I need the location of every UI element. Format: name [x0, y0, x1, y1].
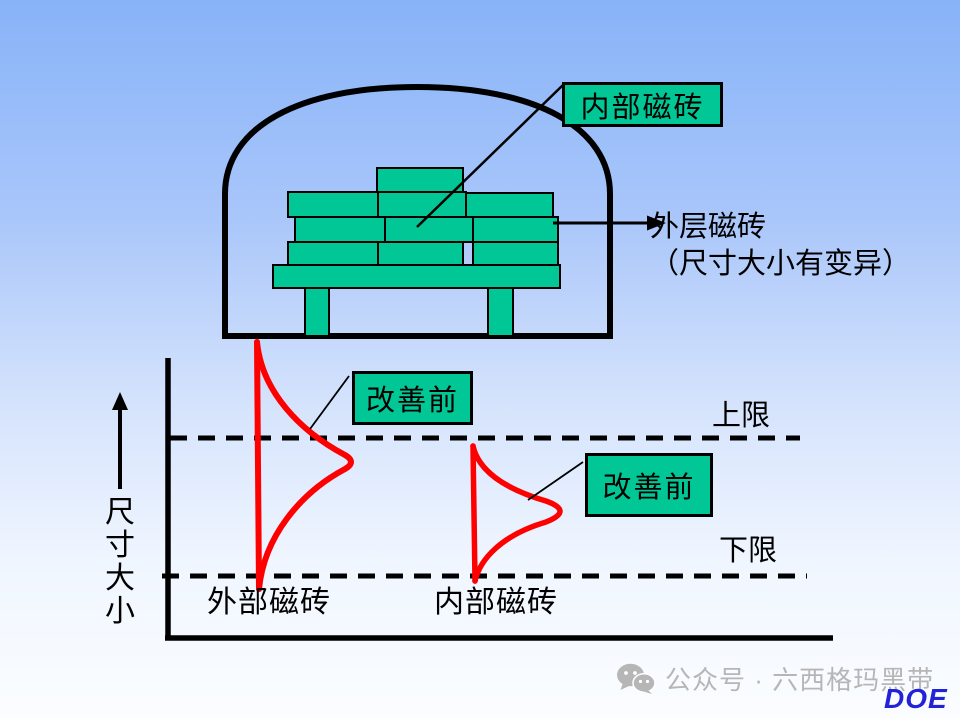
- tile: [376, 167, 464, 193]
- kiln-table-top: [272, 264, 561, 289]
- watermark-text: 公众号 · 六西格玛黑带: [665, 665, 935, 695]
- y-axis-label-char: 尺: [105, 496, 135, 529]
- arrowhead-up: [112, 392, 128, 410]
- before-improvement-tag-external: 改善前: [352, 371, 473, 425]
- y-axis-label-char: 大: [105, 562, 135, 595]
- kiln-table-leg: [487, 287, 514, 337]
- y-axis-label-char: 小: [105, 595, 135, 628]
- kiln-outline: [222, 83, 613, 339]
- y-axis-label: 尺 寸 大 小: [101, 496, 139, 628]
- curve-external-caption: 外部磁砖: [207, 586, 331, 619]
- tile: [287, 241, 379, 266]
- tile: [294, 216, 386, 243]
- kiln-table-leg: [304, 287, 330, 337]
- y-axis-label-char: 寸: [105, 529, 135, 562]
- lower-limit-label: 下限: [719, 535, 778, 567]
- outer-tile-note: 外层磁砖 （尺寸大小有变异）: [650, 209, 911, 283]
- chart-axes: [165, 358, 833, 641]
- outer-tile-note-line1: 外层磁砖: [650, 211, 767, 243]
- curve-external-tiles: [254, 339, 354, 592]
- before-improvement-tag-internal: 改善前: [585, 453, 713, 517]
- tile-stack: [272, 167, 561, 337]
- wechat-icon: [617, 663, 656, 694]
- outer-tile-arrow: [553, 215, 666, 231]
- tag-leader-line-external: [309, 375, 350, 430]
- inner-tile-label-box: 内部磁砖: [562, 82, 723, 127]
- upper-limit-label: 上限: [712, 400, 771, 432]
- y-axis-direction-arrow: [112, 392, 128, 489]
- tag-leader-line-internal: [527, 461, 584, 501]
- before-improvement-label: 改善前: [602, 472, 696, 504]
- kiln-dome-path: [222, 83, 613, 339]
- outer-tile-note-line2: （尺寸大小有变异）: [650, 248, 912, 280]
- doe-logo: DOE: [884, 683, 948, 714]
- tile: [384, 216, 474, 243]
- curve-internal-caption: 内部磁砖: [434, 586, 558, 619]
- before-improvement-label: 改善前: [365, 385, 459, 417]
- tile: [472, 241, 559, 266]
- tile: [377, 191, 467, 218]
- tile: [465, 192, 554, 218]
- inner-tile-label: 内部磁砖: [580, 91, 705, 124]
- inner-tile-pointer-line: [416, 83, 565, 228]
- curve-internal-tiles: [470, 443, 563, 584]
- tile: [472, 216, 559, 243]
- tile: [377, 241, 464, 266]
- tile: [287, 191, 379, 218]
- arrowhead-right: [647, 215, 666, 231]
- watermark: 公众号 · 六西格玛黑带: [616, 660, 934, 697]
